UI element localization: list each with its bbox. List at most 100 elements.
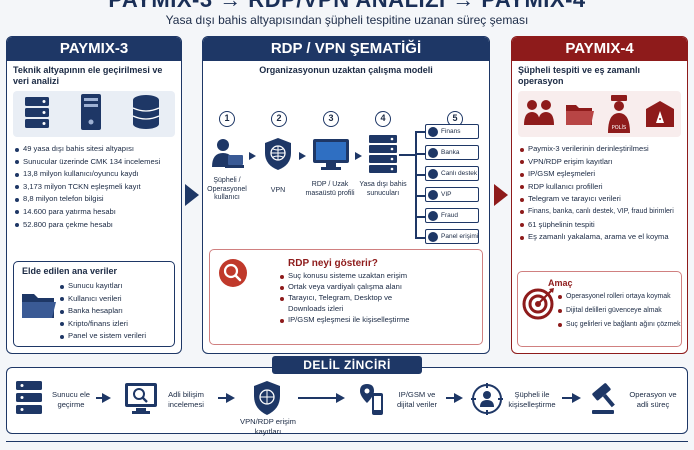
goal-title: Amaç	[548, 278, 573, 288]
police-officer-icon: POLİS	[608, 95, 630, 133]
list-item: Sunucu kayıtları	[60, 280, 146, 293]
list-item: Tarayıcı, Telegram, Desktop ve Downloads…	[280, 292, 420, 314]
list-item: Dijital delilleri güvenceye almak	[558, 304, 681, 318]
arrow-right-icon	[336, 393, 345, 403]
connector-vertical	[415, 131, 417, 238]
paymix3-stats: 49 yasa dışı bahis sitesi altyapısı Sunu…	[7, 139, 181, 235]
target-icon	[522, 288, 554, 320]
list-item: 14.600 para yatırma hesabı	[15, 206, 173, 219]
arrow-right-icon	[299, 152, 306, 160]
user-laptop-icon	[212, 139, 244, 168]
main-data-title: Elde edilen ana veriler	[22, 266, 118, 276]
target-vip: VIP	[425, 187, 479, 202]
connector-line	[415, 237, 425, 239]
arrow-right-icon	[355, 152, 362, 160]
arrow-right-icon	[102, 393, 111, 403]
chain-step-label: Sunucu ele geçirme	[52, 390, 90, 409]
list-item: Banka hesapları	[60, 305, 146, 318]
remote-desktop-icon	[313, 139, 349, 170]
bottom-divider	[6, 441, 688, 442]
main-data-list: Sunucu kayıtları Kullanıcı verileri Bank…	[60, 278, 146, 345]
list-item: 49 yasa dışı bahis sitesi altyapısı	[15, 143, 173, 156]
list-item: Kullanıcı verileri	[60, 293, 146, 306]
paymix4-list: Paymix-3 verilerinin derinleştirilmesi V…	[512, 139, 687, 248]
step-number: 3	[323, 111, 339, 127]
target-finance: Finans	[425, 124, 479, 139]
arrow-right-icon	[249, 152, 256, 160]
arrow-line	[298, 397, 338, 399]
list-item: IP/GSM eşleşmeleri	[520, 168, 679, 181]
step-label: RDP / Uzak masaüstü profili	[305, 181, 355, 197]
list-item: 8,8 milyon telefon bilgisi	[15, 193, 173, 206]
forensic-monitor-icon	[125, 383, 157, 414]
list-item: Paymix-3 verilerinin derinleştirilmesi	[520, 143, 679, 156]
map-pin-phone-icon	[360, 384, 383, 415]
arrow-right-icon	[226, 393, 235, 403]
list-item: Eş zamanlı yakalama, arama ve el koyma	[520, 231, 679, 244]
list-item: Finans, banka, canlı destek, VIP, fraud …	[520, 206, 679, 219]
police-label: POLİS	[612, 124, 626, 131]
page-subtitle: Yasa dışı bahis altyapısından şüpheli te…	[165, 13, 529, 27]
paymix4-title: PAYMIX-4	[512, 37, 687, 61]
paymix3-title: PAYMIX-3	[7, 37, 181, 61]
shield-icon	[428, 210, 438, 221]
arrow-right-icon	[572, 393, 581, 403]
arrow-line	[446, 397, 456, 399]
rdp-explain-list: Suç konusu sisteme uzaktan erişim Ortak …	[280, 268, 420, 327]
database-icon	[132, 95, 160, 129]
chain-step-label: Operasyon ve adli süreç	[629, 390, 677, 409]
monitor-icon	[428, 231, 438, 242]
folder-icon	[566, 105, 594, 125]
chain-step-label: IP/GSM ve dijital veriler	[396, 390, 438, 409]
arrow-line	[562, 397, 574, 399]
evidence-chain-title: DELİL ZİNCİRİ	[272, 356, 422, 374]
paymix4-panel: PAYMIX-4 Şüpheli tespiti ve eş zamanlı o…	[511, 36, 688, 354]
chain-step-label: VPN/RDP erişim kayıtları	[240, 417, 296, 436]
list-item: Panel ve sistem verileri	[60, 330, 146, 343]
list-item: 3,173 milyon TCKN eşleşmeli kayıt	[15, 181, 173, 194]
list-item: Operasyonel rolleri ortaya koymak	[558, 290, 681, 304]
target-bank: Banka	[425, 145, 479, 160]
step-label: VPN	[270, 187, 286, 194]
list-item: Suç konusu sisteme uzaktan erişim	[280, 270, 420, 281]
page-title: PAYMIX-3 → RDP/VPN ANALİZİ → PAYMIX-4	[0, 0, 694, 13]
folder-icon	[22, 294, 56, 318]
target-panel-access: Panel erişimi	[425, 229, 479, 244]
rdp-vpn-section-title: Organizasyonun uzaktan çalışma modeli	[259, 65, 433, 75]
target-live-support: Canlı destek	[425, 166, 479, 181]
step-number: 1	[219, 111, 235, 127]
step-number: 4	[375, 111, 391, 127]
list-item: VPN/RDP erişim kayıtları	[520, 156, 679, 169]
rdp-explain-title: RDP neyi gösterir?	[288, 258, 378, 269]
arrow-right-icon	[185, 184, 199, 206]
server-tower-icon	[81, 94, 101, 130]
chain-step-label: Adli bilişim incelemesi	[168, 390, 204, 409]
paymix3-icons	[13, 91, 175, 137]
vpn-shield-icon	[254, 381, 280, 415]
rdp-vpn-panel: RDP / VPN ŞEMATİĞİ Organizasyonun uzakta…	[202, 36, 490, 354]
list-item: Ortak veya vardiyalı çalışma alanı	[280, 281, 420, 292]
paymix3-panel: PAYMIX-3 Teknik altyapının ele geçirilme…	[6, 36, 182, 354]
gavel-icon	[592, 383, 615, 414]
server-rack-icon	[25, 97, 49, 128]
step-label: Şüpheli / Operasyonel kullanıcı	[207, 177, 247, 201]
list-item: 13,8 milyon kullanıcı/oyuncu kaydı	[15, 168, 173, 181]
main-data-box: Elde edilen ana veriler Sunucu kayıtları…	[13, 261, 175, 347]
dollar-icon	[428, 126, 438, 137]
target-fraud: Fraud	[425, 208, 479, 223]
paymix3-section-title: Teknik altyapının ele geçirilmesi ve ver…	[13, 65, 163, 86]
list-item: Kripto/finans izleri	[60, 318, 146, 331]
server-seize-icon	[16, 381, 42, 414]
connector-line	[415, 131, 425, 133]
arrow-right-icon	[454, 393, 463, 403]
list-item: Suç gelirleri ve bağlantı ağını çözmek	[558, 318, 681, 332]
step-number: 2	[271, 111, 287, 127]
paymix4-section-title: Şüpheli tespiti ve eş zamanlı operasyon	[518, 65, 641, 86]
magnifier-icon	[219, 259, 247, 287]
connector-line	[415, 174, 425, 176]
bank-icon	[428, 147, 438, 158]
arrow-line	[218, 397, 228, 399]
list-item: RDP kullanıcı profilleri	[520, 181, 679, 194]
list-item: 52.800 para çekme hesabı	[15, 219, 173, 232]
list-item: 61 şüphelinin tespiti	[520, 219, 679, 232]
